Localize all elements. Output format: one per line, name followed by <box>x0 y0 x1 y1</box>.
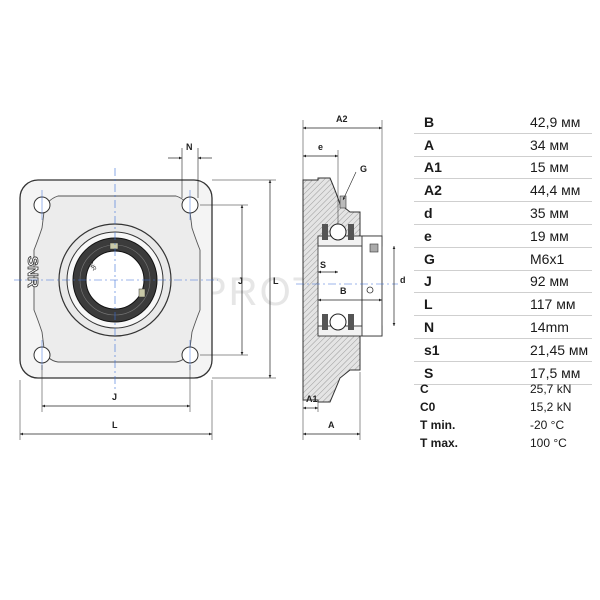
bearing-mark-text: SNR <box>85 258 97 273</box>
dim-S-label: S <box>320 260 326 270</box>
table-row: C 25,7 kN <box>414 380 592 398</box>
spec-value: 14mm <box>512 315 592 339</box>
spec-value: 92 мм <box>512 270 592 294</box>
dim-A-label: A <box>328 420 335 430</box>
dim-G-label: G <box>360 164 367 174</box>
spec-key: A2 <box>414 178 512 203</box>
dim-N-label: N <box>186 142 193 152</box>
load-value: 25,7 kN <box>530 382 572 396</box>
spec-value: 21,45 мм <box>512 338 592 362</box>
table-row: T min. -20 °C <box>414 416 592 434</box>
dim-L-vertical-label: L <box>273 276 279 286</box>
load-value: 100 °C <box>530 436 567 450</box>
table-row: T max. 100 °C <box>414 434 592 452</box>
dim-A1-label: A1 <box>306 394 318 404</box>
spec-key: A1 <box>414 156 512 180</box>
dim-L-horizontal-label: L <box>112 420 118 430</box>
spec-key: B <box>414 111 512 134</box>
load-key: T min. <box>420 418 456 432</box>
spec-value: 117 мм <box>512 292 592 317</box>
spec-value: 44,4 мм <box>512 178 592 203</box>
spec-value: 19 мм <box>512 224 592 248</box>
ball-bottom <box>329 313 347 331</box>
spec-value: 35 мм <box>512 201 592 225</box>
table-row: C0 15,2 kN <box>414 398 592 416</box>
grease-hole-mark <box>109 242 119 250</box>
setscrew-mark <box>138 288 146 298</box>
load-table: C 25,7 kN C0 15,2 kN T min. -20 °C T max. 10… <box>414 380 592 452</box>
spec-value: 42,9 мм <box>512 111 592 134</box>
spec-key: N <box>414 315 512 339</box>
spec-key: d <box>414 201 512 225</box>
load-value: 15,2 kN <box>530 400 572 414</box>
load-key: C <box>420 382 429 396</box>
spec-value: M6x1 <box>512 247 592 271</box>
spec-key: L <box>414 292 512 317</box>
spec-key: A <box>414 133 512 157</box>
grease-nipple <box>339 195 347 209</box>
spec-value: 15 мм <box>512 156 592 180</box>
front-view: SNR SNR N J L J <box>14 142 279 440</box>
spec-value: 34 мм <box>512 133 592 157</box>
dim-e-label: e <box>318 142 323 152</box>
load-value: -20 °C <box>530 418 565 432</box>
spec-key: G <box>414 247 512 271</box>
spec-key: s1 <box>414 338 512 362</box>
snr-logo: SNR <box>24 256 41 288</box>
side-view: A2 e G S B d A1 A <box>296 114 406 440</box>
dim-d-label: d <box>400 275 406 285</box>
set-screw <box>369 243 379 253</box>
ball-top <box>329 223 347 241</box>
spec-value: 17,5 мм <box>512 361 592 385</box>
dim-B-label: B <box>340 286 347 296</box>
dim-J-vertical-label: J <box>238 276 243 286</box>
spec-key: S <box>414 361 512 385</box>
load-key: T max. <box>420 436 459 450</box>
load-key: C0 <box>420 400 436 414</box>
spec-key: e <box>414 224 512 248</box>
dim-J-horizontal-label: J <box>112 392 117 402</box>
spec-key: J <box>414 270 512 294</box>
dim-A2-label: A2 <box>336 114 348 124</box>
